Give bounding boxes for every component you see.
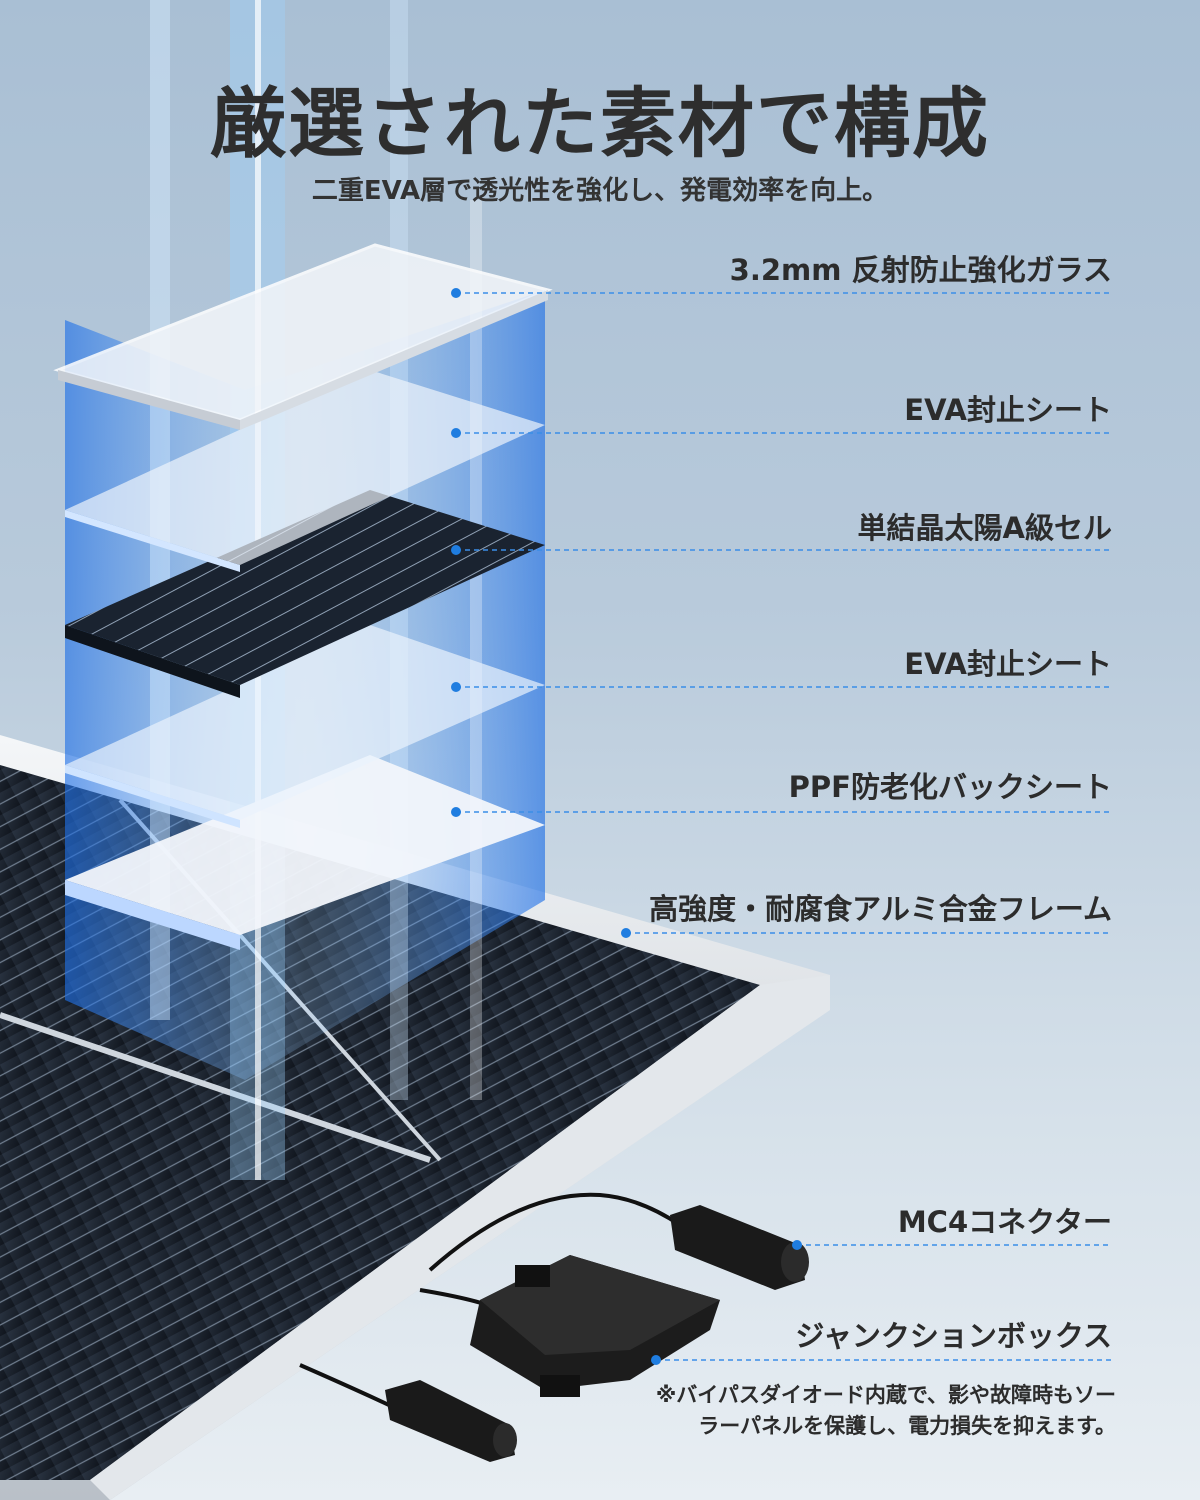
layer-eva-bottom [65, 625, 545, 828]
dot-marker-icon [621, 928, 631, 938]
label-junction-box: ジャンクションボックス [795, 1319, 1112, 1353]
layer-backsheet [65, 755, 545, 950]
dot-marker-icon [792, 1240, 802, 1250]
label-eva-top: EVA封止シート [904, 393, 1112, 427]
leader-lines [456, 292, 1112, 1361]
layer-eva-top [65, 370, 545, 572]
dot-marker-icon [451, 807, 461, 817]
layer-glass [53, 243, 553, 430]
dot-marker-icon [451, 288, 461, 298]
label-frame: 高強度・耐腐食アルミ合金フレーム [649, 892, 1112, 926]
dot-marker-icon [651, 1355, 661, 1365]
page-title: 厳選された素材で構成 [210, 79, 990, 168]
cell-gap [0, 1012, 431, 1163]
mc4-connector-bottom [385, 1380, 517, 1462]
label-cells: 単結晶太陽A級セル [857, 511, 1112, 545]
dot-marker-icon [451, 428, 461, 438]
dot-marker-icon [451, 682, 461, 692]
label-eva-bottom: EVA封止シート [904, 647, 1112, 681]
dot-markers [451, 288, 802, 1365]
label-mc4: MC4コネクター [897, 1205, 1112, 1239]
junction-box-note: ※バイパスダイオード内蔵で、影や故障時もソーラーパネルを保護し、電力損失を抑えま… [655, 1383, 1116, 1438]
mc4-connector-top [670, 1205, 809, 1290]
dot-marker-icon [451, 545, 461, 555]
page-subtitle: 二重EVA層で透光性を強化し、発電効率を向上。 [311, 176, 889, 206]
label-glass: 3.2mm 反射防止強化ガラス [729, 253, 1112, 287]
label-backsheet: PPF防老化バックシート [788, 770, 1112, 804]
layer-cells [65, 490, 545, 698]
